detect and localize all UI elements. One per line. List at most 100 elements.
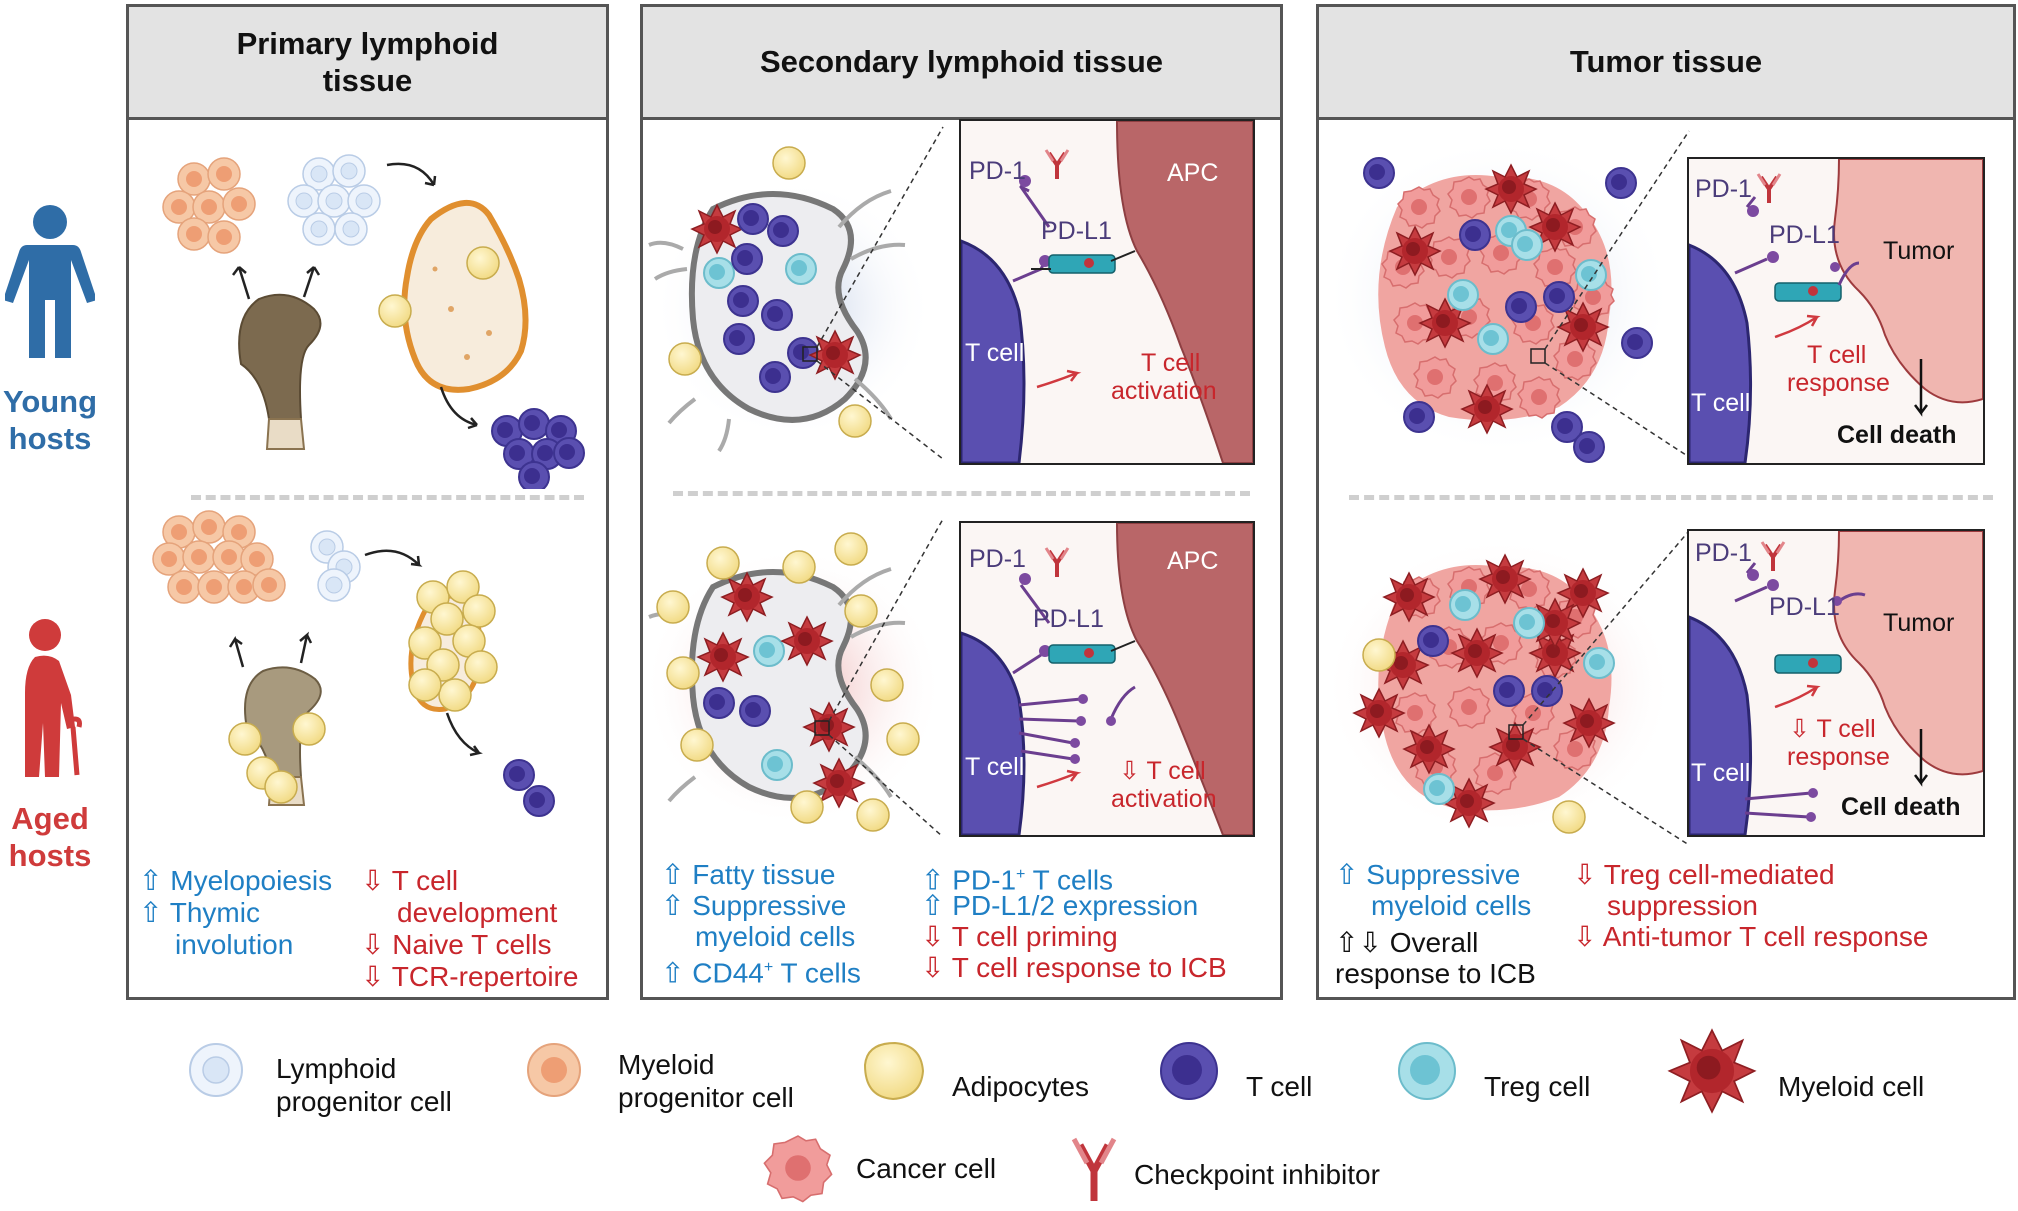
primary-aged-illustration xyxy=(152,510,555,817)
primary-text-involution: involution xyxy=(175,929,294,960)
inset-pd1-label: PD-1 xyxy=(1695,539,1752,567)
legend-checkpoint-label: Checkpoint inhibitor xyxy=(1134,1159,1380,1190)
priming-label: T cell priming xyxy=(951,921,1118,952)
tumor-text-myeloid: myeloid cells xyxy=(1371,890,1532,921)
secondary-text-suppressive: ⇧ Suppressive xyxy=(661,890,846,922)
cd44-rest: T cells xyxy=(773,957,861,989)
legend: Lymphoid progenitor cell Myeloid progeni… xyxy=(0,1010,2018,1210)
tumor-text-suppression: suppression xyxy=(1607,890,1758,921)
inset-pdl1-label: PD-L1 xyxy=(1033,605,1104,633)
arrow-down-icon: ⇩ xyxy=(1573,921,1597,952)
inset-tcell-activation-1: T cell xyxy=(1141,349,1201,377)
arrow-down-icon: ⇩ xyxy=(921,921,945,952)
arrow-down-icon: ⇩ xyxy=(1573,859,1597,890)
arrow-up-icon: ⇧ xyxy=(1335,859,1359,890)
t-cell-icon xyxy=(1160,1042,1218,1100)
aged-tum-tcell: T cell xyxy=(1816,715,1876,743)
inset-tcell-activation-1: ⇩ T cell xyxy=(1119,757,1206,786)
row-divider xyxy=(673,491,1250,496)
inset-apc-label: APC xyxy=(1167,547,1219,575)
tumor-young-inset: PD-1 PD-L1 Tumor T cell T cell response … xyxy=(1687,157,1985,465)
tumor-tissue-title: Tumor tissue xyxy=(1319,7,2013,120)
secondary-text-pdl12: ⇧ PD-L1/2 expression xyxy=(921,890,1198,922)
secondary-text-icb: ⇩ T cell response to ICB xyxy=(921,952,1227,984)
legend-adipocytes-label: Adipocytes xyxy=(952,1071,1089,1102)
inset-pdl1-label: PD-L1 xyxy=(1769,221,1840,249)
inset-tcell-label: T cell xyxy=(965,339,1025,367)
primary-text-development: development xyxy=(397,897,558,928)
inset-cell-death-label: Cell death xyxy=(1841,793,1961,821)
cd44-sup: + xyxy=(763,959,774,976)
treg-label: Treg cell-mediated xyxy=(1603,859,1835,890)
secondary-lymphoid-panel: Secondary lymphoid tissue PD-1 PD-L1 APC… xyxy=(640,4,1283,1000)
inset-tcell-label: T cell xyxy=(965,753,1025,781)
arrow-up-icon: ⇧ xyxy=(661,957,685,989)
primary-lymphoid-panel: Primary lymphoid tissue xyxy=(126,4,609,1000)
arrow-updown-icon: ⇧⇩ xyxy=(1335,927,1382,958)
tcr-label: TCR-repertoire xyxy=(391,961,579,992)
arrow-down-icon: ⇩ xyxy=(921,952,945,983)
pd1pos-label: PD-1 xyxy=(952,864,1017,896)
legend-myeloid-label: Myeloid cell xyxy=(1778,1071,1925,1102)
checkpoint-inhibitor-icon xyxy=(1071,1137,1117,1201)
myelopoiesis-label: Myelopoiesis xyxy=(170,865,333,896)
arrow-up-icon: ⇧ xyxy=(921,890,945,921)
inset-tcell-label: T cell xyxy=(1691,389,1751,417)
tdev-label-1: T cell xyxy=(391,865,459,896)
overall-label: Overall xyxy=(1389,927,1479,958)
tumor-tissue-panel: Tumor tissue PD-1 PD-L1 Tumor xyxy=(1316,4,2016,1000)
pdl12-label: PD-L1/2 expression xyxy=(952,890,1199,921)
tumor-aged-inset: PD-1 PD-L1 Tumor T cell ⇩ T cell respons… xyxy=(1687,529,1985,837)
arrow-up-icon: ⇧ xyxy=(139,865,163,896)
myeloid-progenitor-icon xyxy=(527,1043,581,1097)
legend-lymphoid-label: Lymphoid progenitor cell xyxy=(276,1053,452,1117)
cd44-label: CD44 xyxy=(692,957,764,989)
myeloid-cell-icon xyxy=(1667,1028,1757,1114)
lymphoid-progenitor-icon xyxy=(189,1043,243,1097)
arrow-up-icon: ⇧ xyxy=(661,890,685,921)
icb-label: T cell response to ICB xyxy=(951,952,1227,983)
inset-tumor-label: Tumor xyxy=(1883,237,1955,265)
tumor-suppressive-label: Suppressive xyxy=(1366,859,1521,890)
primary-text-tdev: ⇩ T cell xyxy=(361,865,458,897)
secondary-aged-inset: PD-1 PD-L1 APC T cell ⇩ T cell activatio… xyxy=(959,521,1255,837)
aged-host-icon xyxy=(25,619,82,777)
legend-myeloid-progenitor-label: Myeloid progenitor cell xyxy=(618,1049,794,1113)
secondary-text-pd1: ⇧ PD-1+ T cells xyxy=(921,859,1113,896)
arrow-down-icon: ⇩ xyxy=(1789,715,1810,743)
primary-text-naive: ⇩ Naive T cells xyxy=(361,929,552,961)
legend-tcell-label: T cell xyxy=(1246,1071,1313,1102)
inset-tcell-response-1: ⇩ T cell xyxy=(1789,715,1876,744)
pd1-rest: T cells xyxy=(1025,864,1114,896)
inset-cell-death-label: Cell death xyxy=(1837,421,1957,449)
tumor-text-antitumor: ⇩ Anti-tumor T cell response xyxy=(1573,921,1928,953)
legend-cancer-label: Cancer cell xyxy=(856,1153,997,1184)
tumor-text-response: response to ICB xyxy=(1335,958,1536,989)
arrow-up-icon: ⇧ xyxy=(139,897,163,928)
secondary-aged-lymphnode xyxy=(643,518,944,838)
tumor-young-mass xyxy=(1324,130,1690,463)
adipocyte-icon xyxy=(863,1041,925,1101)
row-divider xyxy=(191,495,584,500)
antitumor-label: Anti-tumor T cell response xyxy=(1602,921,1929,952)
row-divider xyxy=(1349,495,1993,500)
fatty-label: Fatty tissue xyxy=(692,859,836,890)
tumor-aged-mass xyxy=(1324,530,1690,846)
secondary-lymphoid-title: Secondary lymphoid tissue xyxy=(643,7,1280,120)
arrow-down-icon: ⇩ xyxy=(361,961,385,992)
arrow-down-icon: ⇩ xyxy=(361,865,385,896)
secondary-young-lymphnode xyxy=(648,126,944,460)
inset-pdl1-label: PD-L1 xyxy=(1041,217,1112,245)
young-host-icon xyxy=(5,205,95,358)
legend-treg-label: Treg cell xyxy=(1484,1071,1591,1102)
arrow-up-icon: ⇧ xyxy=(921,864,945,896)
naive-label: Naive T cells xyxy=(392,929,552,960)
young-hosts-label: Young hosts xyxy=(2,384,98,457)
inset-tcell-response-2: response xyxy=(1787,743,1890,771)
pd1-sup: + xyxy=(1016,866,1026,883)
inset-tcell-response-1: T cell xyxy=(1807,341,1867,369)
inset-tcell-activation-2: activation xyxy=(1111,377,1217,405)
aged-hosts-label: Aged hosts xyxy=(8,801,92,874)
cancer-cell-icon xyxy=(763,1135,833,1203)
treg-cell-icon xyxy=(1398,1042,1456,1100)
